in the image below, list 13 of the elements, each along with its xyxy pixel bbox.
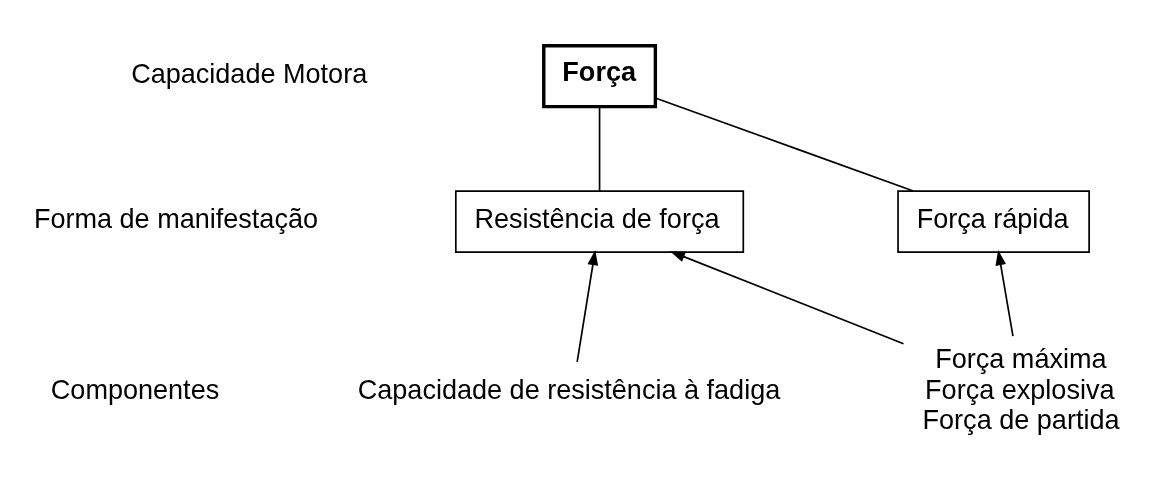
node-text: Capacidade de resistência à fadiga (357, 374, 781, 405)
arrow (669, 250, 905, 345)
node-text: Força máxima Força explosiva Força de partida (922, 343, 1120, 435)
label: Componentes (50, 374, 220, 405)
arrow (995, 249, 1014, 337)
label: Capacidade Motora (131, 58, 368, 89)
node-box: Força rápida (897, 189, 1090, 253)
node-box: Força (542, 43, 658, 108)
label: Forma de manifestação (33, 203, 319, 234)
connector (598, 105, 601, 192)
arrow (576, 249, 599, 363)
connector (655, 96, 915, 192)
node-box: Resistência de força (454, 189, 745, 253)
